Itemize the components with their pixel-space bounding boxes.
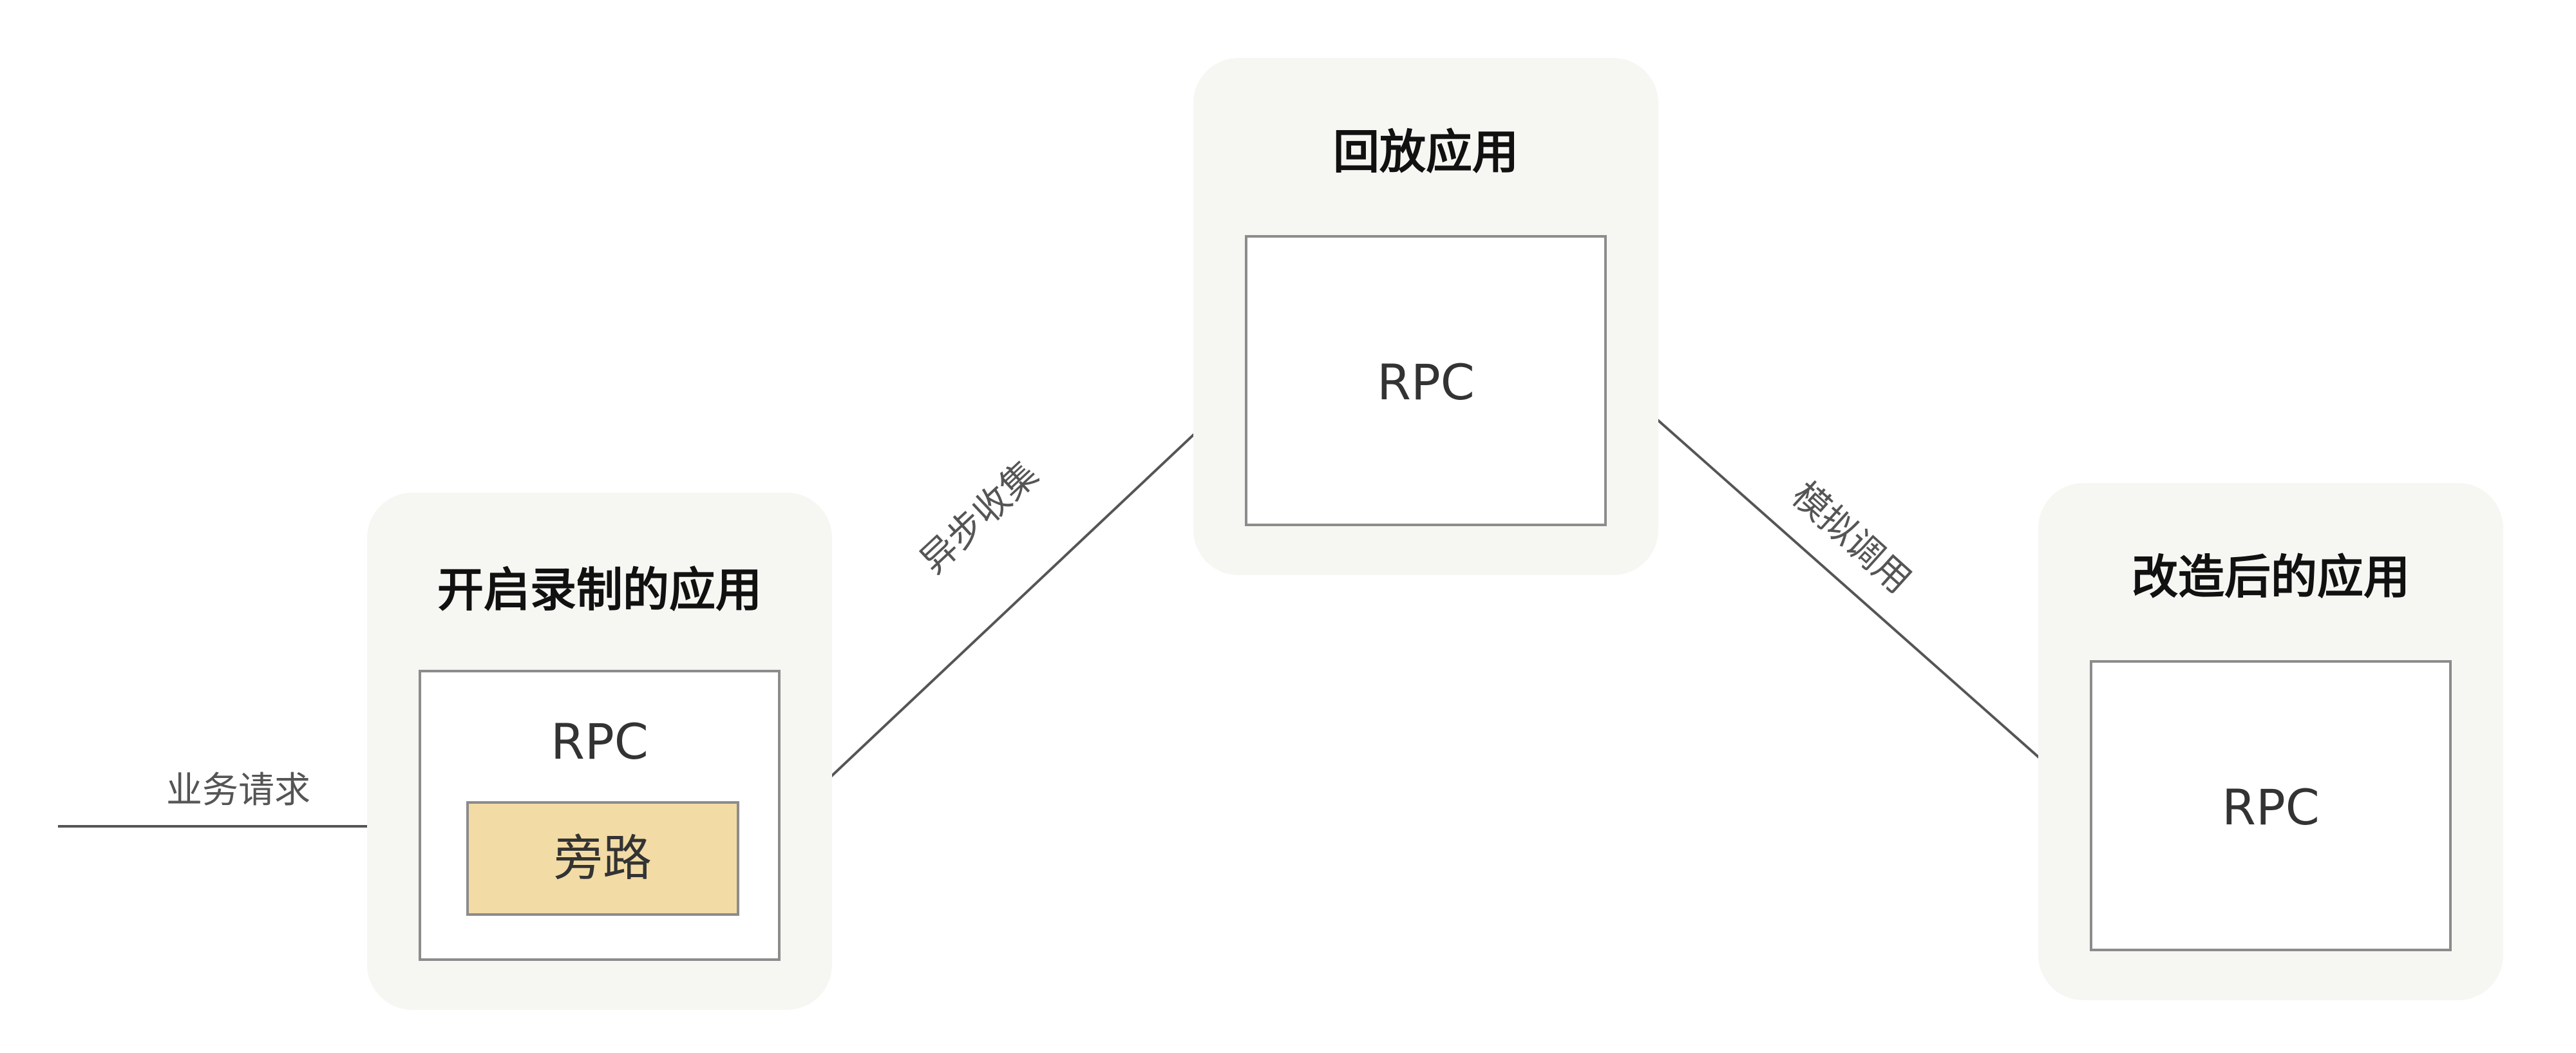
business-request-label: 业务请求 [166, 770, 310, 811]
modified-app-title: 改造后的应用 [2131, 550, 2410, 604]
modified-app-panel: 改造后的应用 RPC [2038, 483, 2503, 1000]
bypass-box: 旁路 [466, 801, 739, 916]
record-rpc-box: RPC 旁路 [419, 670, 781, 961]
bypass-label: 旁路 [554, 830, 652, 887]
replay-app-panel: 回放应用 RPC [1193, 58, 1658, 575]
mock-call-arrow [1606, 374, 2092, 804]
replay-rpc-label: RPC [1377, 354, 1475, 411]
modified-rpc-label: RPC [2222, 779, 2320, 836]
record-app-panel: 开启录制的应用 RPC 旁路 [367, 493, 832, 1010]
record-app-title: 开启录制的应用 [437, 563, 762, 617]
replay-rpc-box: RPC [1245, 235, 1607, 526]
record-rpc-label: RPC [551, 713, 649, 770]
replay-app-title: 回放应用 [1332, 125, 1519, 179]
modified-rpc-box: RPC [2090, 660, 2452, 951]
